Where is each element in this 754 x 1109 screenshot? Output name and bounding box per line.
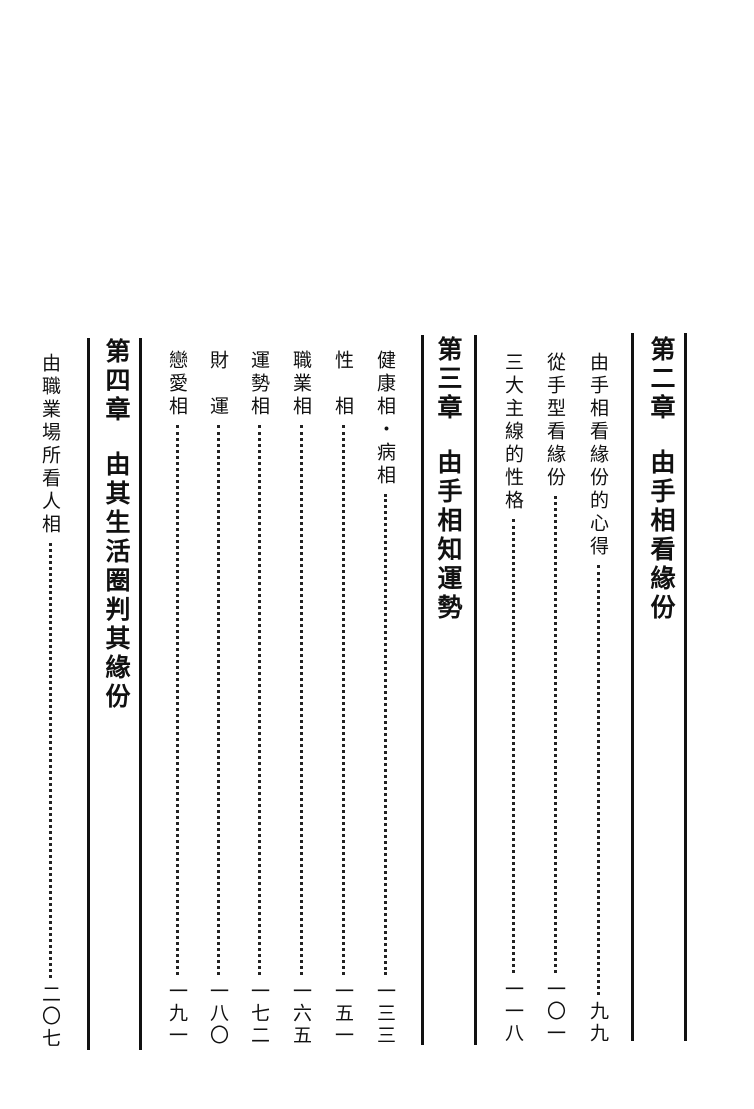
- toc-entry[interactable]: 三大主線的性格一一八: [500, 352, 527, 1045]
- chapter-heading: 第四章由其生活圈判其緣份: [98, 338, 134, 712]
- entry-title: 由手相看緣份的心得: [587, 352, 609, 559]
- entry-title: 職業相: [290, 350, 312, 419]
- entry-page: 一三三: [374, 981, 396, 1047]
- entry-title: 性 相: [332, 350, 354, 419]
- toc-entry[interactable]: 戀愛相一九一: [164, 350, 191, 1047]
- dot-leader: [342, 425, 345, 975]
- entry-title: 財 運: [207, 350, 229, 419]
- divider: [87, 338, 90, 1050]
- chapter-title: 由手相看緣份: [647, 449, 676, 623]
- entry-page: 一五一: [332, 981, 354, 1047]
- dot-leader: [384, 494, 387, 975]
- entry-title: 健康相・病相: [374, 350, 396, 488]
- dot-leader: [49, 543, 52, 978]
- dot-leader: [597, 565, 600, 995]
- dot-leader: [176, 425, 179, 975]
- chapter-heading: 第二章由手相看緣份: [643, 336, 679, 623]
- dot-leader: [554, 496, 557, 973]
- toc-entry[interactable]: 財 運一八〇: [205, 350, 232, 1047]
- entry-page: 九九: [587, 1001, 609, 1045]
- divider: [631, 333, 634, 1041]
- toc-entry[interactable]: 職業相一六五: [288, 350, 315, 1047]
- entry-page: 一七二: [248, 981, 270, 1047]
- divider: [139, 338, 142, 1050]
- entry-page: 二〇七: [39, 984, 61, 1050]
- entry-title: 從手型看緣份: [544, 352, 566, 490]
- entry-page: 一六五: [290, 981, 312, 1047]
- divider: [684, 333, 687, 1041]
- entry-title: 戀愛相: [166, 350, 188, 419]
- entry-page: 一一八: [502, 979, 524, 1045]
- dot-leader: [258, 425, 261, 975]
- toc-entry[interactable]: 健康相・病相一三三: [372, 350, 399, 1047]
- entry-page: 一〇一: [544, 979, 566, 1045]
- toc-entry[interactable]: 從手型看緣份一〇一: [542, 352, 569, 1045]
- divider: [474, 335, 477, 1045]
- chapter-number: 第三章: [434, 336, 463, 423]
- entry-page: 一八〇: [207, 981, 229, 1047]
- toc-entry[interactable]: 由手相看緣份的心得九九: [585, 352, 612, 1045]
- chapter-title: 由手相知運勢: [434, 449, 463, 623]
- toc-entry[interactable]: 由職業場所看人相二〇七: [37, 353, 64, 1050]
- divider: [421, 335, 424, 1045]
- entry-title: 運勢相: [248, 350, 270, 419]
- entry-title: 由職業場所看人相: [39, 353, 61, 537]
- entry-page: 一九一: [166, 981, 188, 1047]
- toc-entry[interactable]: 性 相一五一: [330, 350, 357, 1047]
- chapter-number: 第四章: [102, 338, 131, 425]
- toc-entry[interactable]: 運勢相一七二: [246, 350, 273, 1047]
- dot-leader: [217, 425, 220, 975]
- chapter-number: 第二章: [647, 336, 676, 423]
- dot-leader: [512, 519, 515, 973]
- dot-leader: [300, 425, 303, 975]
- entry-title: 三大主線的性格: [502, 352, 524, 513]
- chapter-heading: 第三章由手相知運勢: [430, 336, 466, 623]
- chapter-title: 由其生活圈判其緣份: [102, 451, 131, 712]
